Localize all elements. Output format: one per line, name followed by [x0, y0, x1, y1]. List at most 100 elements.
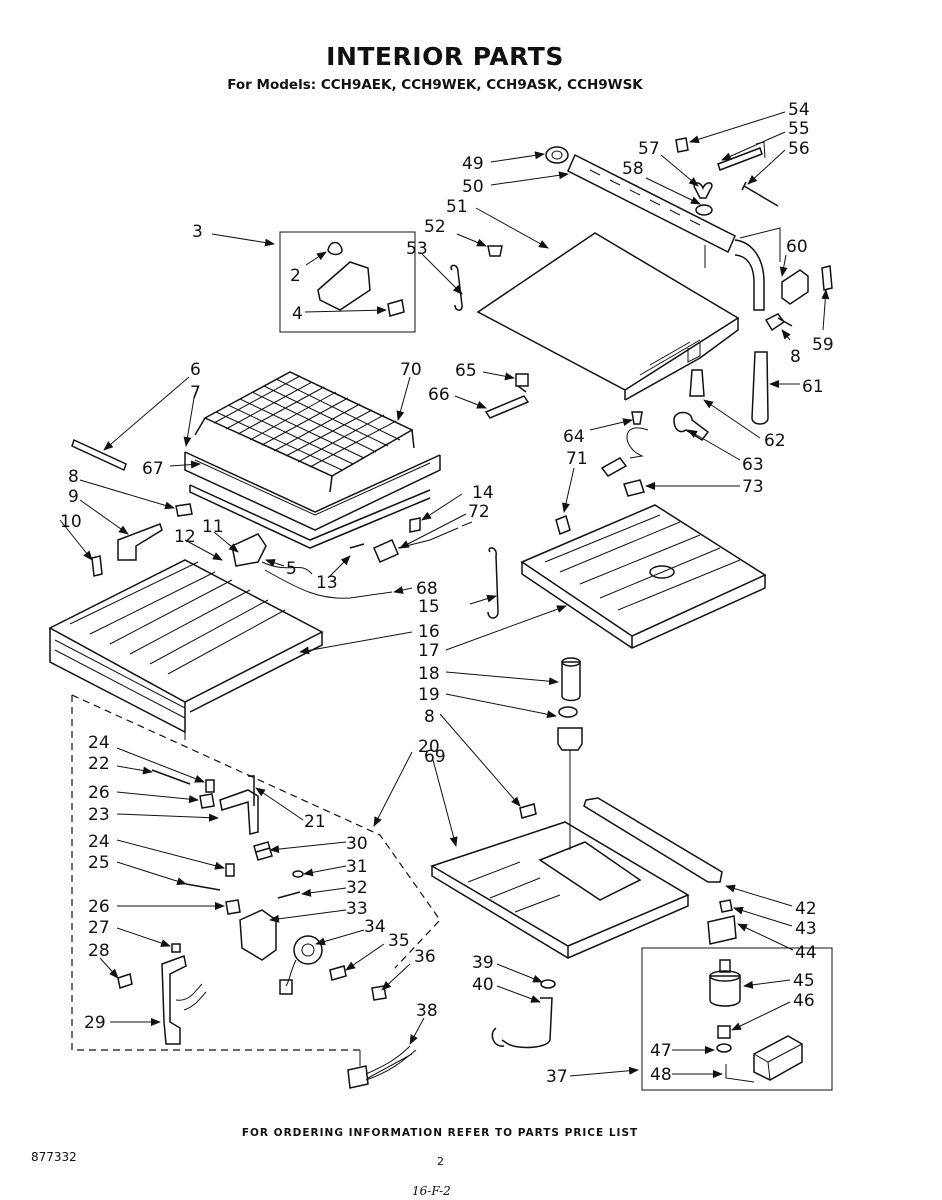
screw-8-low [519, 803, 537, 819]
document-number: 877332 [31, 1150, 77, 1164]
clip-13 [349, 543, 365, 549]
callout: 42 [795, 899, 817, 919]
screw-65 [515, 373, 529, 393]
callout: 33 [346, 899, 368, 919]
callout: 5 [286, 559, 297, 579]
cutter-grid [184, 371, 441, 549]
callout: 51 [446, 197, 468, 217]
bracket-21 [248, 775, 255, 806]
callout: 45 [793, 971, 815, 991]
float-18 [561, 657, 581, 702]
bracket-55 [717, 141, 766, 171]
callout: 43 [795, 919, 817, 939]
callout: 71 [566, 449, 588, 469]
pin-24-top [205, 779, 215, 793]
callout: 14 [472, 483, 494, 503]
callout: 17 [418, 641, 440, 661]
callout: 13 [316, 573, 338, 593]
washer-47 [716, 1043, 732, 1053]
callout: 56 [788, 139, 810, 159]
callout: 8 [68, 467, 79, 487]
block-26-top [199, 793, 215, 809]
callout-labels: 54 55 57 56 49 58 50 51 60 3 52 53 2 59 … [60, 100, 834, 1087]
heater-grid-16 [48, 559, 324, 740]
callout: 46 [793, 991, 815, 1011]
callout: 69 [424, 747, 446, 767]
callout: 70 [400, 360, 422, 380]
drain-hose-40 [491, 997, 553, 1049]
callout: 60 [786, 237, 808, 257]
callout: 6 [190, 360, 201, 380]
bolt-56 [741, 181, 779, 207]
callout: 73 [742, 477, 764, 497]
callout: 67 [142, 459, 164, 479]
callout: 8 [790, 347, 801, 367]
motor-34 [279, 935, 323, 995]
callout: 55 [788, 119, 810, 139]
pin-25 [185, 883, 221, 891]
nut-43 [719, 899, 733, 913]
callout: 27 [88, 918, 110, 938]
callout: 38 [416, 1001, 438, 1021]
callout: 26 [88, 783, 110, 803]
pin-27 [171, 943, 181, 953]
leader-lines [59, 111, 830, 1078]
callout: 16 [418, 622, 440, 642]
callout: 66 [428, 385, 450, 405]
callout: 57 [638, 139, 660, 159]
callout: 19 [418, 685, 440, 705]
screw-8-mid [175, 503, 193, 517]
connector-72 [373, 521, 473, 563]
clip-10 [91, 555, 103, 577]
callout: 58 [622, 159, 644, 179]
callout: 40 [472, 975, 494, 995]
callout: 49 [462, 154, 484, 174]
spring-22 [151, 769, 191, 785]
screw-35 [329, 965, 347, 981]
callout: 15 [418, 597, 440, 617]
wire-68 [264, 569, 393, 599]
pin-24-mid [225, 863, 235, 877]
wire-15 [487, 547, 499, 619]
clip-31 [292, 870, 304, 878]
valve-8-lower [557, 727, 583, 850]
callout: 7 [190, 383, 201, 403]
gasket-19 [558, 706, 578, 718]
callout: 48 [650, 1065, 672, 1085]
spring-30 [253, 841, 273, 861]
callout: 8 [424, 707, 435, 727]
callout: 12 [174, 527, 196, 547]
callout: 31 [346, 857, 368, 877]
evaporator-cover [476, 232, 740, 401]
grommet-39 [540, 979, 556, 989]
callout: 23 [88, 805, 110, 825]
callout: 37 [546, 1067, 568, 1087]
clip-71 [555, 514, 571, 536]
ordering-note: FOR ORDERING INFORMATION REFER TO PARTS … [241, 1127, 639, 1139]
callout: 20 [418, 737, 440, 757]
rail-42 [583, 797, 723, 883]
callout: 44 [795, 943, 817, 963]
callout: 32 [346, 878, 368, 898]
callout: 2 [290, 266, 301, 286]
heater-62 [689, 369, 705, 397]
model-list: For Models: CCH9AEK, CCH9WEK, CCH9ASK, C… [227, 77, 643, 93]
bracket-6-left [71, 438, 127, 472]
screw-32 [277, 891, 301, 899]
bracket-9 [117, 523, 163, 561]
callout: 9 [68, 487, 79, 507]
handwritten-note: 16-F-2 [412, 1184, 451, 1198]
drain-pan-upper [520, 504, 767, 649]
motor-48 [725, 1035, 803, 1083]
callout: 64 [563, 427, 585, 447]
housing-33 [239, 909, 277, 961]
callout: 3 [192, 222, 203, 242]
callout: 26 [88, 897, 110, 917]
clip-59 [821, 265, 833, 291]
washer-58 [695, 204, 713, 216]
control-group-20 [71, 694, 441, 1051]
screw-8-top [764, 313, 793, 332]
pump-45 [709, 959, 741, 1007]
callout: 39 [472, 953, 494, 973]
